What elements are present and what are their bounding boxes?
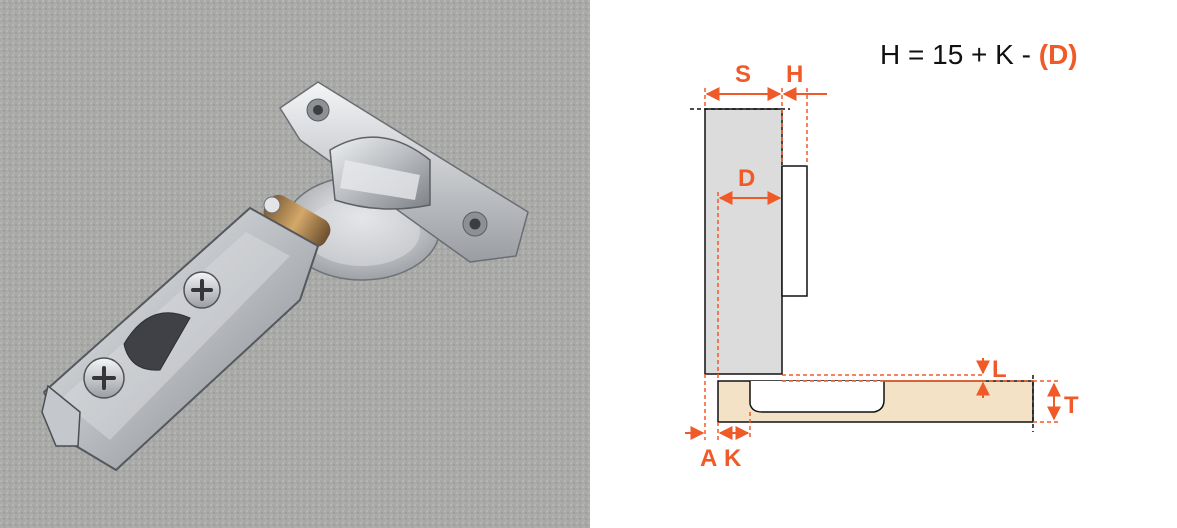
cabinet-side-panel	[704, 108, 783, 375]
arm-end-cap	[41, 384, 81, 447]
adjustment-screw-lower	[83, 357, 125, 399]
label-A: A	[700, 445, 717, 472]
label-T: T	[1064, 392, 1079, 419]
cross-slot-icon	[191, 279, 213, 301]
cross-slot-icon	[92, 366, 116, 390]
door-panel	[717, 380, 1034, 423]
brass-roller	[263, 194, 331, 248]
label-S: S	[735, 61, 751, 88]
formula-prefix: H = 15 + K -	[880, 39, 1039, 70]
adjustment-screw-upper	[183, 271, 221, 309]
hinge-plate	[781, 165, 808, 297]
hinge-photo	[0, 0, 590, 528]
hinge-knuckle	[329, 136, 431, 210]
formula: H = 15 + K - (D)	[880, 39, 1078, 70]
formula-highlight: (D)	[1039, 39, 1078, 70]
label-H: H	[786, 61, 803, 88]
adjustment-slot	[123, 312, 191, 371]
cup-recess	[749, 381, 885, 413]
hinge-dimension-diagram: H = 15 + K - (D) S H	[685, 39, 1079, 472]
label-D: D	[738, 165, 755, 192]
label-K: K	[724, 445, 742, 472]
label-L: L	[992, 356, 1007, 383]
dimension-guides	[704, 88, 1060, 440]
